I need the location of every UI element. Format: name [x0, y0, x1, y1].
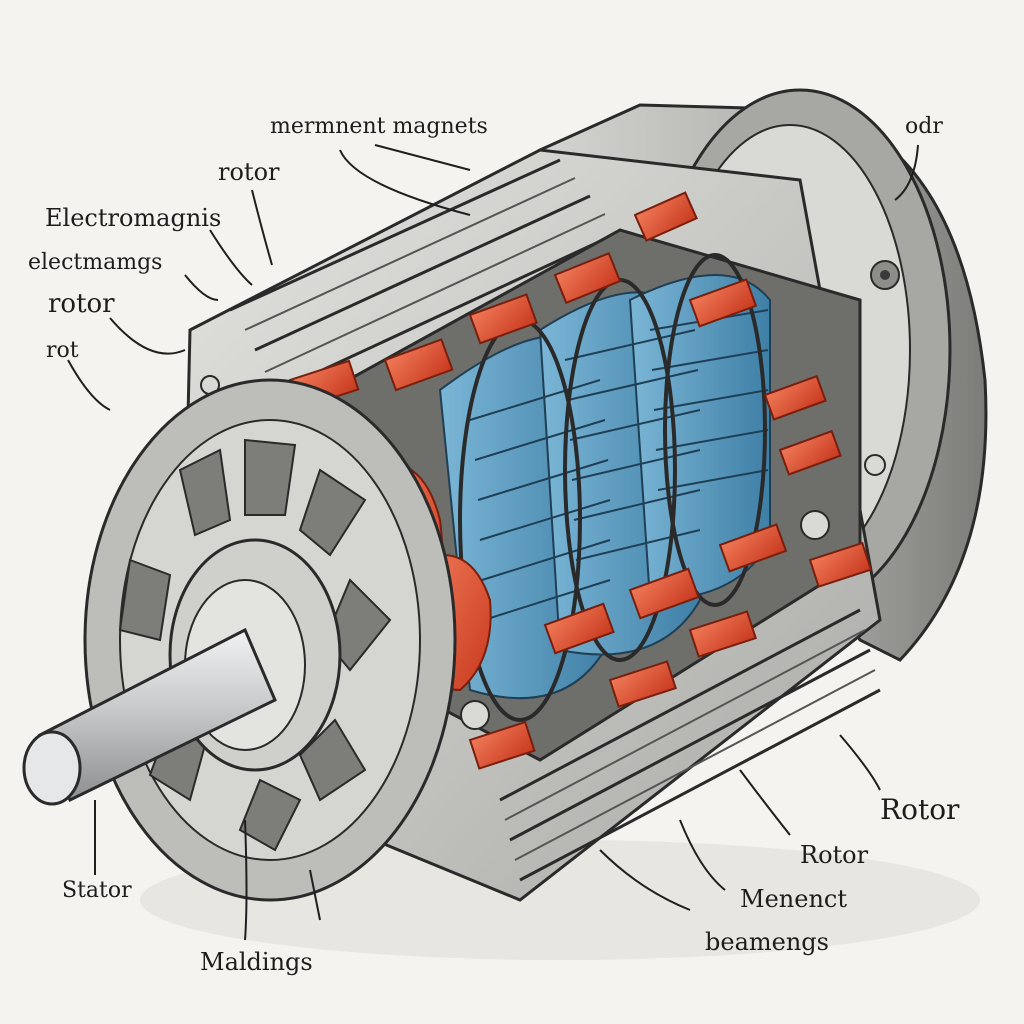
- label-odr: odr: [905, 114, 943, 139]
- label-menenct: Menenct: [740, 885, 847, 913]
- label-stator: Stator: [62, 878, 132, 903]
- front-end-bell: [83, 378, 457, 902]
- label-mermnent-magnets: mermnent magnets: [270, 114, 488, 139]
- label-electromagnis: Electromagnis: [45, 204, 222, 232]
- label-rotor-right-2: Rotor: [800, 841, 869, 869]
- label-rotor-top: rotor: [218, 158, 280, 186]
- label-beamengs: beamengs: [705, 928, 829, 956]
- label-maldings: Maldings: [200, 948, 313, 976]
- label-rotor-left: rotor: [48, 289, 115, 319]
- motor-shaft: [22, 627, 277, 806]
- label-rotor-right-1: Rotor: [880, 793, 960, 826]
- label-electmamgs: electmamgs: [28, 250, 163, 275]
- leader-lines: [67, 144, 919, 941]
- label-rot: rot: [46, 338, 79, 363]
